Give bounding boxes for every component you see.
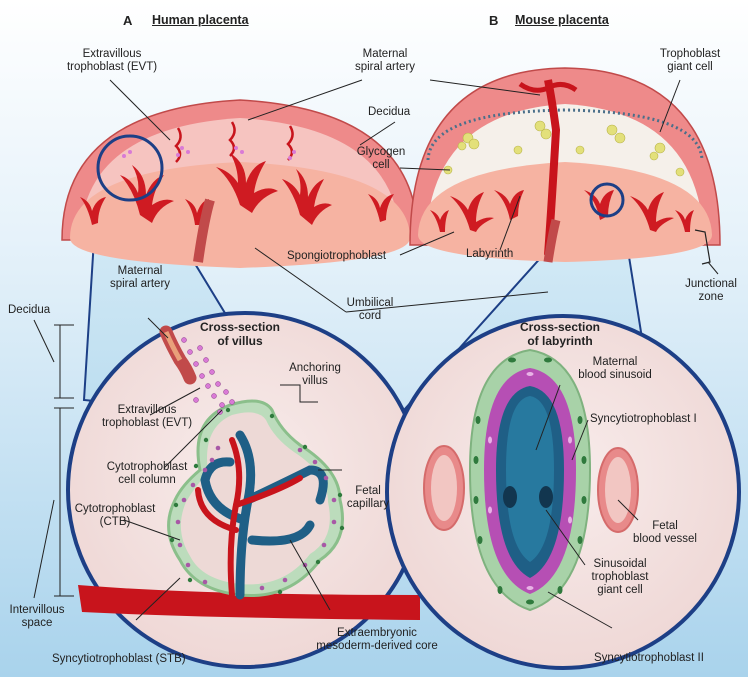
label-spongiotrophoblast: Spongiotrophoblast (287, 250, 387, 262)
label-ctb-column-line1: Cytotrophoblast (106, 461, 188, 473)
label-intervillous-line1: Intervillous (9, 604, 65, 616)
syn1-nuclei (488, 372, 572, 590)
label-anchoring-line2: villus (302, 375, 328, 387)
label-sinusoid: Maternal blood sinusoid (560, 356, 670, 382)
label-decidua-top: Decidua (368, 106, 411, 118)
label-glycogen-line2: cell (372, 159, 390, 171)
label-spiral-top-line2: spiral artery (354, 61, 416, 73)
label-stb: Syncytiotrophoblast (STB) (52, 653, 186, 665)
label-tgc-line1: Trophoblast (659, 48, 721, 60)
label-sinusoid-line2: blood sinusoid (578, 369, 652, 381)
mouse-spiral-artery (518, 81, 578, 93)
label-junctional-line1: Junctional (685, 278, 737, 290)
label-junctional-line2: zone (698, 291, 724, 303)
label-fetal-capillary-line2: capillary (346, 498, 390, 510)
labyrinth-inset-title: Cross-section of labyrinth (500, 320, 620, 348)
human-evt-dots (122, 146, 296, 160)
stgc-nucleus-left (503, 486, 517, 508)
panel-a-title: Human placenta (152, 13, 249, 27)
label-fetal-capillary-line1: Fetal (355, 485, 381, 497)
label-ctb-column: Cytotrophoblast cell column (92, 461, 202, 487)
mouse-zoom-circle (589, 182, 625, 218)
labyrinth-inset-title-line2: of labyrinth (527, 334, 593, 348)
label-ctb-column-line2: cell column (118, 474, 176, 486)
label-ctb-line1: Cytotrophoblast (74, 503, 156, 515)
fetal-arterial-loops (195, 437, 303, 598)
panel-b-letter: B (489, 13, 499, 28)
label-intervillous-line2: space (21, 617, 53, 629)
inset-spiral-artery (159, 325, 197, 385)
label-evt-top-line1: Extravillous (82, 48, 142, 60)
label-intervillous: Intervillous space (2, 604, 72, 630)
villus-inset-title-line2: of villus (217, 334, 263, 348)
label-tgc: Trophoblast giant cell (640, 48, 740, 74)
fetal-blood-vessel-left-lumen (431, 455, 457, 521)
label-umbilical-line1: Umbilical (346, 297, 394, 309)
label-fetal-vessel-line1: Fetal (652, 520, 678, 532)
villus-cross-section-inset (66, 311, 424, 669)
label-tgc-line2: giant cell (667, 61, 713, 73)
label-anchoring: Anchoring villus (270, 362, 360, 388)
label-core-line2: mesoderm-derived core (316, 640, 438, 652)
label-ctb-line2: (CTB) (99, 516, 131, 528)
label-sinusoid-line1: Maternal (592, 356, 638, 368)
villus-inset-title: Cross-section of villus (185, 320, 295, 348)
label-decidua-side: Decidua (8, 304, 51, 316)
mouse-labyrinth-vessels (430, 190, 694, 232)
ctb-dots (175, 445, 337, 591)
human-zoom-circle (96, 134, 164, 202)
label-spiral-inset: Maternal spiral artery (90, 265, 190, 291)
stgc-nucleus-right (539, 486, 553, 508)
label-evt-top-line2: trophoblast (EVT) (66, 61, 158, 73)
label-syn2: Syncytiotrophoblast II (594, 652, 704, 664)
label-anchoring-line1: Anchoring (289, 362, 341, 374)
labyrinth-cross-section-inset (385, 314, 741, 670)
label-stgc-line1: Sinusoidal (593, 558, 647, 570)
label-ctb: Cytotrophoblast (CTB) (60, 503, 170, 529)
syn2-nuclei (473, 357, 587, 605)
label-spiral-inset-line2: spiral artery (109, 278, 171, 290)
label-fetal-capillary: Fetal capillary (328, 485, 408, 511)
label-stgc: Sinusoidal trophoblast giant cell (575, 558, 665, 597)
junctional-zone-bracket (694, 229, 711, 265)
label-spiral-top-line1: Maternal (362, 48, 408, 60)
mouse-glycogen-cells (443, 120, 685, 177)
labyrinth-inset-title-line1: Cross-section (519, 320, 601, 334)
label-core-line1: Extraembryonic (337, 627, 417, 639)
label-fetal-vessel: Fetal blood vessel (620, 520, 710, 546)
label-glycogen-line1: Glycogen (356, 146, 406, 158)
human-placenta (61, 99, 419, 422)
label-labyrinth: Labyrinth (466, 248, 514, 260)
human-spiral-arteries (174, 121, 294, 163)
label-evt-inset-line2: trophoblast (EVT) (101, 417, 193, 429)
label-spiral-top: Maternal spiral artery (330, 48, 440, 74)
fetal-blood-vessel-right-lumen (605, 457, 631, 523)
label-evt-top: Extravillous trophoblast (EVT) (42, 48, 182, 74)
mouse-labyrinth-tissue (418, 162, 712, 262)
villus-inset-title-line1: Cross-section (199, 320, 281, 334)
label-stgc-line3: giant cell (597, 584, 643, 596)
panel-b-title: Mouse placenta (515, 13, 609, 27)
human-umbilical-cord (193, 198, 215, 263)
label-core: Extraembryonic mesoderm-derived core (292, 627, 462, 653)
label-umbilical: Umbilical cord (330, 297, 410, 323)
mouse-placenta (401, 67, 721, 422)
evt-cell-column (181, 337, 235, 415)
stb-nuclei (169, 407, 345, 595)
label-stgc-line2: trophoblast (591, 571, 649, 583)
label-evt-inset-line1: Extravillous (117, 404, 177, 416)
panel-a-letter: A (123, 13, 133, 28)
label-spiral-inset-line1: Maternal (117, 265, 163, 277)
sinusoid-highlight (506, 396, 554, 562)
label-fetal-vessel-line2: blood vessel (633, 533, 697, 545)
mouse-umbilical-cord (543, 218, 561, 263)
label-syn1: Syncytiotrophoblast I (590, 413, 697, 425)
label-umbilical-line2: cord (358, 310, 382, 322)
label-glycogen: Glycogen cell (346, 146, 416, 172)
label-evt-inset: Extravillous trophoblast (EVT) (82, 404, 212, 430)
label-junctional: Junctional zone (678, 278, 744, 304)
leader-lines (33, 79, 719, 629)
